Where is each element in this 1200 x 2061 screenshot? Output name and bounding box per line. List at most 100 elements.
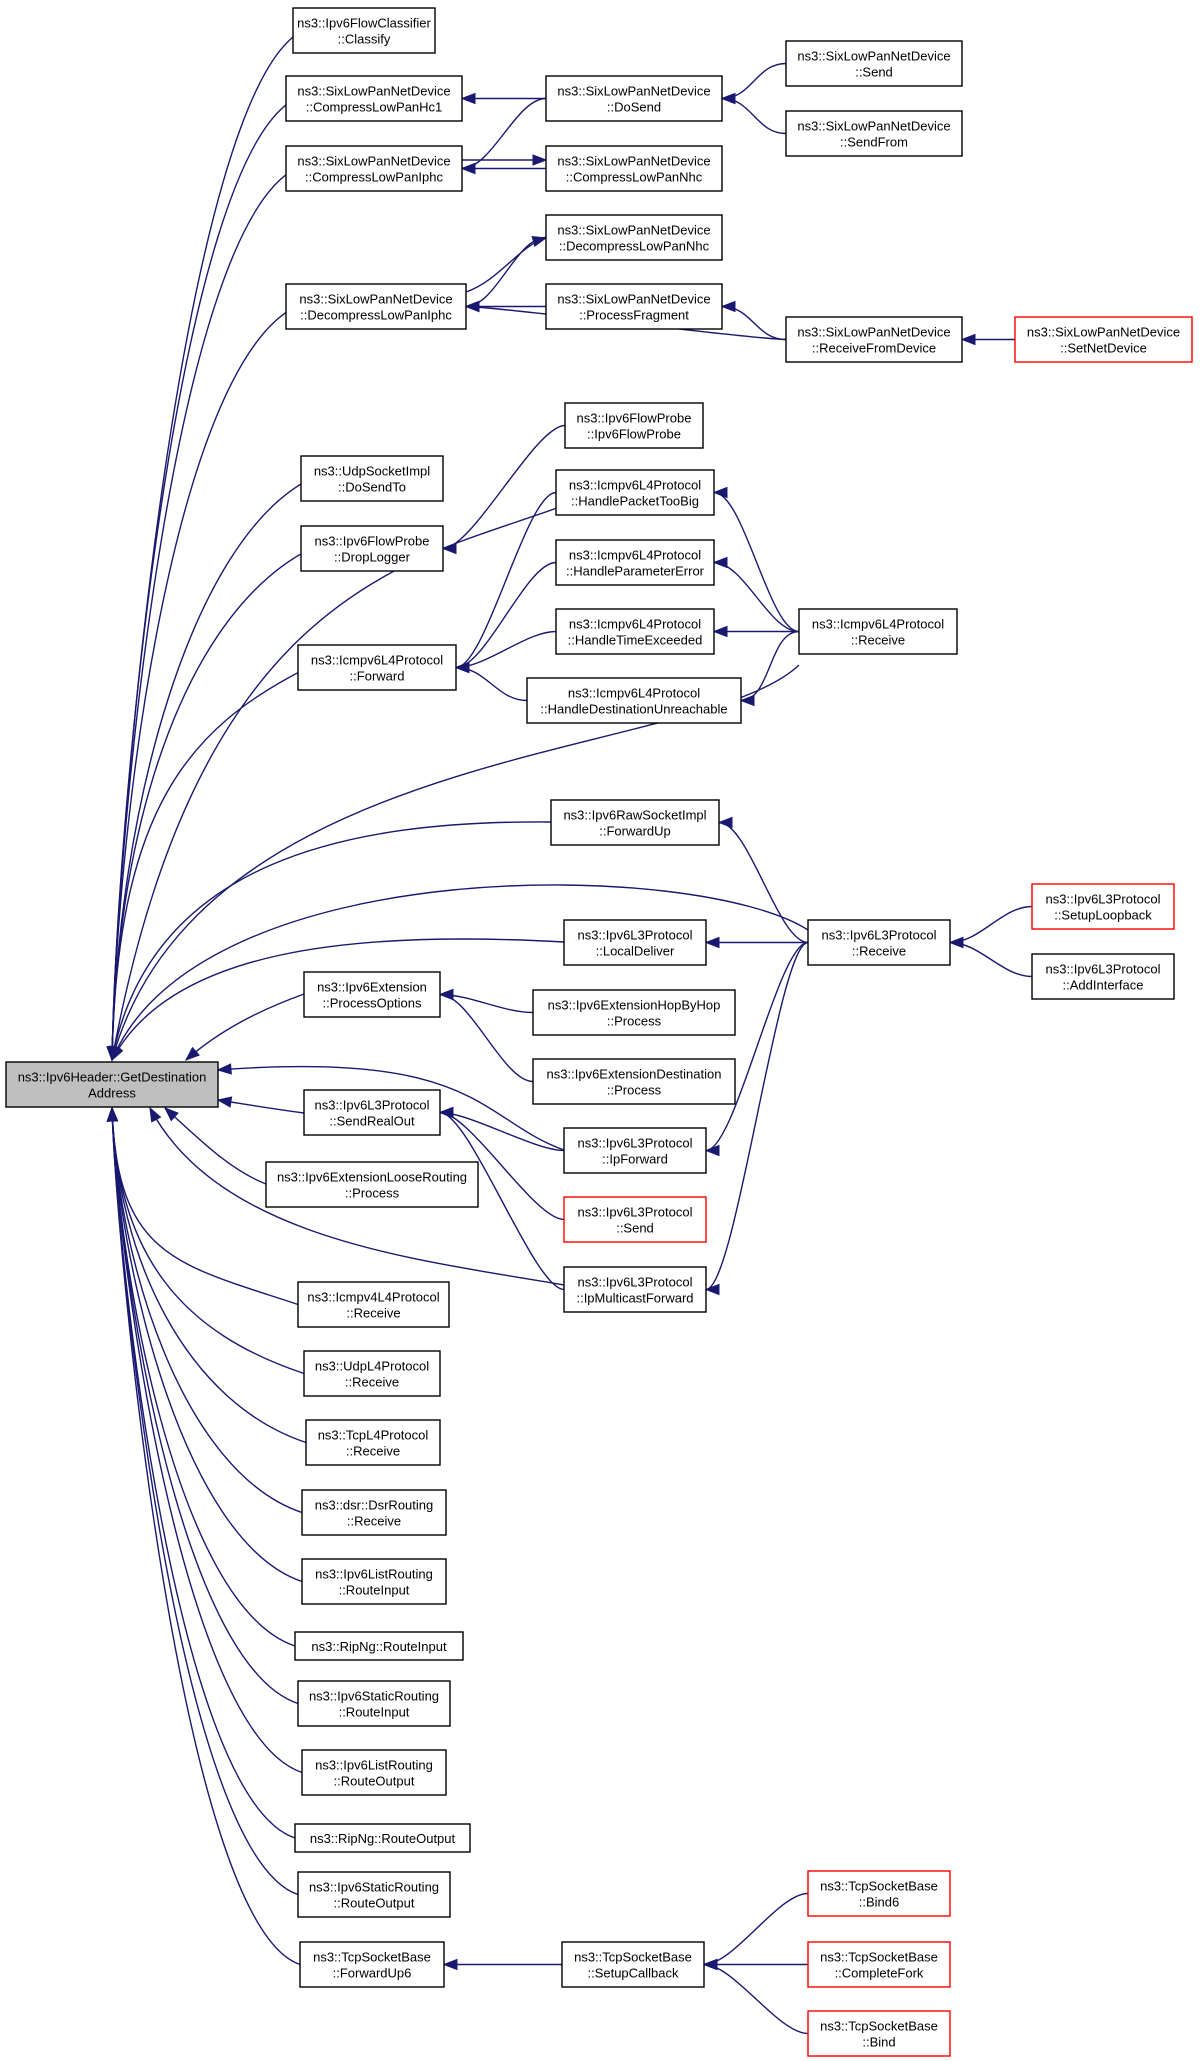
node-flow-probe[interactable]: ns3::Ipv6FlowProbe::Ipv6FlowProbe <box>564 402 704 449</box>
edge-arrowhead <box>438 988 454 1001</box>
node-label: ::SetupCallback <box>587 1966 679 1981</box>
node-label: ns3::SixLowPanNetDevice <box>299 292 452 307</box>
node-box <box>294 1823 471 1853</box>
node-label: ::Send <box>616 1221 654 1236</box>
node-box <box>563 1196 707 1243</box>
node-process-fragment[interactable]: ns3::SixLowPanNetDevice::ProcessFragment <box>545 283 723 330</box>
edge-local-deliver-to-root <box>111 938 565 1061</box>
edge-arrowhead <box>438 1106 454 1119</box>
node-send-real-out[interactable]: ns3::Ipv6L3Protocol::SendRealOut <box>303 1089 441 1136</box>
node-bind[interactable]: ns3::TcpSocketBase::Bind <box>807 2010 951 2057</box>
node-label: ns3::TcpL4Protocol <box>318 1428 429 1443</box>
node-label: ::ForwardUp6 <box>333 1966 412 1981</box>
node-process-options[interactable]: ns3::Ipv6Extension::ProcessOptions <box>303 971 441 1018</box>
node-label: ns3::Ipv6Extension <box>317 980 427 995</box>
node-ripng-route-input[interactable]: ns3::RipNg::RouteInput <box>294 1631 464 1661</box>
node-box <box>292 7 436 54</box>
node-static-route-input[interactable]: ns3::Ipv6StaticRouting::RouteInput <box>297 1680 451 1727</box>
node-dsr-receive[interactable]: ns3::dsr::DsrRouting::Receive <box>301 1489 447 1536</box>
node-handle-too-big[interactable]: ns3::Icmpv6L4Protocol::HandlePacketTooBi… <box>555 469 715 516</box>
node-udp-dosendto[interactable]: ns3::UdpSocketImpl::DoSendTo <box>300 455 444 502</box>
node-icmp-forward[interactable]: ns3::Icmpv6L4Protocol::Forward <box>297 644 457 691</box>
node-local-deliver[interactable]: ns3::Ipv6L3Protocol::LocalDeliver <box>563 919 707 966</box>
node-label: ns3::Ipv6L3Protocol <box>315 1098 430 1113</box>
node-box <box>807 1941 951 1988</box>
edge-arrowhead <box>106 1106 119 1122</box>
node-forward-up6[interactable]: ns3::TcpSocketBase::ForwardUp6 <box>299 1941 445 1988</box>
edge-arrowhead <box>960 333 976 346</box>
node-label: ns3::SixLowPanNetDevice <box>297 84 450 99</box>
edge-dnhc-diphc <box>465 236 547 308</box>
node-label: ::LocalDeliver <box>596 944 675 959</box>
node-label: ::SetNetDevice <box>1060 341 1147 356</box>
node-ip-forward[interactable]: ns3::Ipv6L3Protocol::IpForward <box>563 1127 707 1174</box>
node-label: ::Receive <box>346 1306 400 1321</box>
node-ip-multicast-forward[interactable]: ns3::Ipv6L3Protocol::IpMulticastForward <box>563 1266 707 1313</box>
node-box <box>294 1631 464 1661</box>
node-static-route-output[interactable]: ns3::Ipv6StaticRouting::RouteOutput <box>297 1871 451 1918</box>
node-compress-nhc[interactable]: ns3::SixLowPanNetDevice::CompressLowPanN… <box>545 145 723 192</box>
node-setup-loopback[interactable]: ns3::Ipv6L3Protocol::SetupLoopback <box>1031 883 1175 930</box>
node-box <box>285 145 463 192</box>
edge-arrowhead <box>442 1958 458 1971</box>
edge-arrowhead <box>441 542 457 555</box>
node-six-sendfrom[interactable]: ns3::SixLowPanNetDevice::SendFrom <box>785 110 963 157</box>
node-bind6[interactable]: ns3::TcpSocketBase::Bind6 <box>807 1870 951 1917</box>
node-ripng-route-output[interactable]: ns3::RipNg::RouteOutput <box>294 1823 471 1853</box>
edge-arrowhead <box>704 1144 720 1157</box>
node-label: ns3::RipNg::RouteOutput <box>310 1831 456 1846</box>
node-compress-hc1[interactable]: ns3::SixLowPanNetDevice::CompressLowPanH… <box>285 75 463 122</box>
node-complete-fork[interactable]: ns3::TcpSocketBase::CompleteFork <box>807 1941 951 1988</box>
node-label: ::Receive <box>347 1514 401 1529</box>
edge-to-root-list_route_output <box>111 1107 303 1774</box>
node-classify[interactable]: ns3::Ipv6FlowClassifier::Classify <box>292 7 436 54</box>
node-compress-iphc[interactable]: ns3::SixLowPanNetDevice::CompressLowPanI… <box>285 145 463 192</box>
node-hop-by-hop[interactable]: ns3::Ipv6ExtensionHopByHop::Process <box>532 989 736 1036</box>
node-box <box>299 1941 445 1988</box>
node-label: ::SendFrom <box>840 135 908 150</box>
edge-handle-too-big-to-root <box>111 504 566 1061</box>
node-label: ::IpForward <box>602 1152 668 1167</box>
edge-arrowhead <box>712 625 728 638</box>
edge-ip-forward-to-root <box>217 1065 565 1151</box>
node-tcp-receive[interactable]: ns3::TcpL4Protocol::Receive <box>305 1419 441 1466</box>
node-label: ns3::Icmpv6L4Protocol <box>569 548 701 563</box>
node-label: ns3::Icmpv4L4Protocol <box>307 1290 439 1305</box>
node-box <box>545 145 723 192</box>
node-box <box>555 608 715 655</box>
node-handle-time-exceeded[interactable]: ns3::Icmpv6L4Protocol::HandleTimeExceede… <box>555 608 715 655</box>
node-box <box>563 1266 707 1313</box>
node-ipv6l3-receive[interactable]: ns3::Ipv6L3Protocol::Receive <box>807 919 951 966</box>
node-decompress-iphc[interactable]: ns3::SixLowPanNetDevice::DecompressLowPa… <box>285 283 467 330</box>
node-set-net-device[interactable]: ns3::SixLowPanNetDevice::SetNetDevice <box>1014 316 1193 363</box>
node-ipv6l3-send[interactable]: ns3::Ipv6L3Protocol::Send <box>563 1196 707 1243</box>
node-loose-routing[interactable]: ns3::Ipv6ExtensionLooseRouting::Process <box>265 1161 479 1208</box>
node-handle-param-error[interactable]: ns3::Icmpv6L4Protocol::HandleParameterEr… <box>555 539 715 586</box>
edge-arrowhead <box>460 92 476 105</box>
node-icmpv6-receive[interactable]: ns3::Icmpv6L4Protocol::Receive <box>798 608 958 655</box>
node-decompress-nhc[interactable]: ns3::SixLowPanNetDevice::DecompressLowPa… <box>545 214 723 261</box>
node-six-send[interactable]: ns3::SixLowPanNetDevice::Send <box>785 40 963 87</box>
node-icmpv4-receive[interactable]: ns3::Icmpv4L4Protocol::Receive <box>297 1281 450 1328</box>
node-drop-logger[interactable]: ns3::Ipv6FlowProbe::DropLogger <box>300 525 444 572</box>
node-label: ns3::Icmpv6L4Protocol <box>311 653 443 668</box>
node-setup-callback[interactable]: ns3::TcpSocketBase::SetupCallback <box>561 1941 705 1988</box>
node-box <box>563 1127 707 1174</box>
node-list-route-output[interactable]: ns3::Ipv6ListRouting::RouteOutput <box>301 1749 447 1796</box>
node-list-route-input[interactable]: ns3::Ipv6ListRouting::RouteInput <box>301 1558 447 1605</box>
node-box <box>300 455 444 502</box>
node-add-interface[interactable]: ns3::Ipv6L3Protocol::AddInterface <box>1031 953 1175 1000</box>
node-label: ::HandleTimeExceeded <box>568 633 703 648</box>
node-ext-destination[interactable]: ns3::Ipv6ExtensionDestination::Process <box>532 1058 736 1105</box>
node-receive-from-device[interactable]: ns3::SixLowPanNetDevice::ReceiveFromDevi… <box>785 316 963 363</box>
node-do-send[interactable]: ns3::SixLowPanNetDevice::DoSend <box>545 75 723 122</box>
node-udp-receive[interactable]: ns3::UdpL4Protocol::Receive <box>303 1350 441 1397</box>
node-label: ns3::Ipv6ExtensionDestination <box>547 1067 722 1082</box>
node-raw-forward-up[interactable]: ns3::Ipv6RawSocketImpl::ForwardUp <box>550 799 720 846</box>
edge-process-options-to-root <box>185 993 305 1061</box>
node-label: ::ProcessOptions <box>323 996 422 1011</box>
node-handle-dest-unreach[interactable]: ns3::Icmpv6L4Protocol::HandleDestination… <box>526 677 742 724</box>
edge-arrowhead <box>108 1045 121 1062</box>
